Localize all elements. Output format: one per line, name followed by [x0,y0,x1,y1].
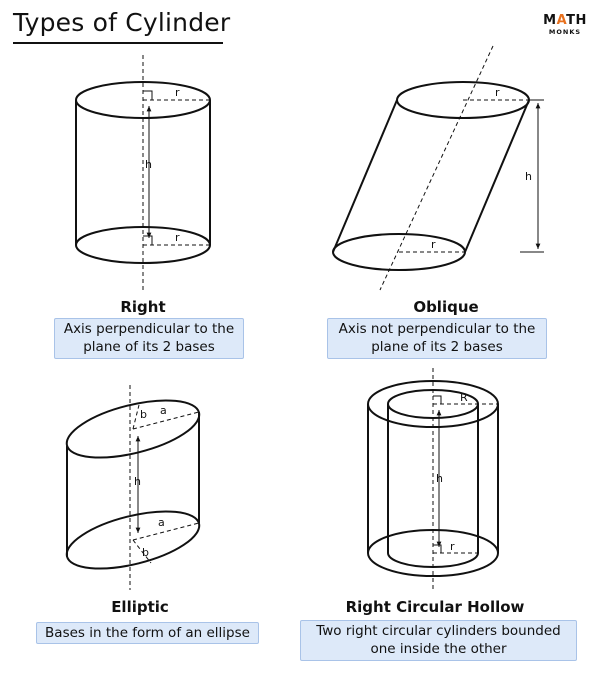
right-cylinder-figure [75,55,211,290]
logo-accent-letter: A [556,13,567,28]
logo-main-text: MATH [543,13,587,28]
oblique-side-left [332,99,398,253]
elliptic-semi-a-top [132,411,200,430]
right-description: Axis perpendicular to the plane of its 2… [54,318,244,359]
elliptic-semi-b-top [132,404,140,430]
hollow-right-angle-top [433,395,442,404]
hollow-label-h: h [436,472,443,485]
hollow-description: Two right circular cylinders bounded one… [300,620,577,661]
oblique-label-h: h [525,170,532,183]
hollow-label-r: r [450,540,455,553]
elliptic-label-b-top: b [140,408,147,421]
math-monks-logo: MATH MONKS [540,13,590,37]
elliptic-label-b-bottom: b [142,546,149,559]
oblique-cylinder-figure [332,45,544,291]
title-underline [13,42,223,44]
elliptic-label-a-top: a [160,404,167,417]
hollow-cylinder-figure [367,368,499,592]
elliptic-semi-b-bottom [132,539,152,564]
right-label-h: h [145,158,152,171]
hollow-label-R: R [460,391,468,404]
oblique-label-r-top: r [495,86,500,99]
logo-sub-text: MONKS [548,28,582,36]
oblique-side-right [464,99,530,253]
elliptic-description: Bases in the form of an ellipse [36,622,259,644]
oblique-label-r-bottom: r [431,238,436,251]
right-angle-bottom [143,235,153,245]
right-title: Right [120,298,166,316]
oblique-title: Oblique [413,298,479,316]
right-label-r-bottom: r [175,231,180,244]
right-bottom-base-back [75,226,211,246]
elliptic-semi-a-bottom [132,522,200,541]
right-label-r-top: r [175,86,180,99]
hollow-title: Right Circular Hollow [345,598,525,616]
page-title: Types of Cylinder [13,8,231,37]
right-bottom-base [75,244,211,264]
elliptic-cylinder-figure [65,385,201,590]
elliptic-title: Elliptic [111,598,169,616]
elliptic-label-h: h [134,475,141,488]
oblique-axis [379,45,494,291]
oblique-description: Axis not perpendicular to the plane of i… [327,318,547,359]
elliptic-label-a-bottom: a [158,516,165,529]
hollow-right-angle-bottom [433,544,442,553]
right-angle-top [143,90,153,100]
